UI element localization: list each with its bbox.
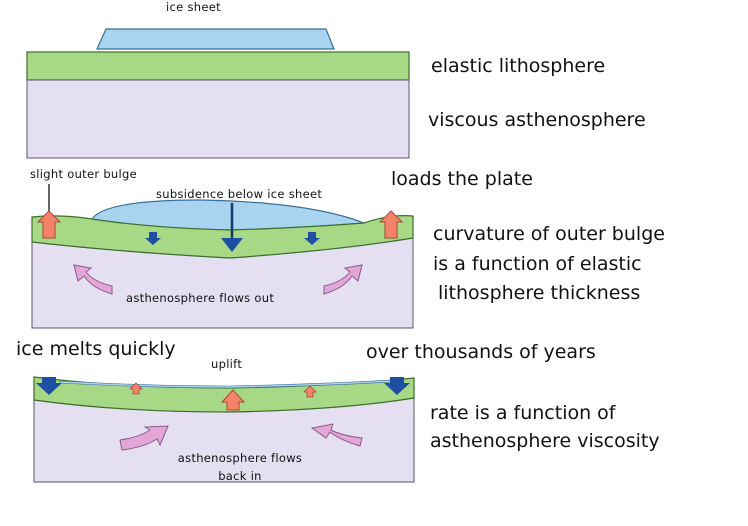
curvature-text-line-1: curvature of outer bulge xyxy=(433,223,665,245)
panel-2-lithosphere xyxy=(31,215,414,259)
flows-back-in-line-1: asthenosphere flows xyxy=(177,451,303,465)
panel-1-asthenosphere xyxy=(26,79,410,159)
ice-melts-quickly-label: ice melts quickly xyxy=(16,338,176,360)
panel-1-ice-sheet xyxy=(96,28,335,50)
panel-2-bulge-arrow-right xyxy=(378,210,404,239)
panel-2-subsidence-arrow-center xyxy=(221,238,243,252)
panel-2-flow-arrow-right xyxy=(323,264,363,295)
panel-2-bulge-arrow-left xyxy=(36,210,62,239)
over-thousands-of-years-label: over thousands of years xyxy=(366,341,596,363)
panel-2-subsidence-arrow-right xyxy=(304,232,320,245)
panel-3-uplift-arrow-left xyxy=(129,382,143,395)
slight-outer-bulge-label: slight outer bulge xyxy=(30,167,137,181)
panel-3-unloading xyxy=(33,376,415,483)
curvature-text-line-3: lithosphere thickness xyxy=(438,282,641,304)
panel-2-flow-arrow-left xyxy=(73,264,113,295)
uplift-label: uplift xyxy=(211,357,243,371)
panel-2-subsidence-arrow-left xyxy=(145,232,161,245)
panel-2-loading xyxy=(31,184,414,329)
panel-1-initial-state xyxy=(26,28,410,159)
elastic-lithosphere-label: elastic lithosphere xyxy=(431,55,606,77)
ice-sheet-label: ice sheet xyxy=(166,0,221,14)
rate-text-line-2: asthenosphere viscosity xyxy=(430,430,660,452)
rate-text-line-1: rate is a function of xyxy=(430,402,616,424)
curvature-text-line-2: is a function of elastic xyxy=(433,253,642,275)
viscous-asthenosphere-label: viscous asthenosphere xyxy=(428,109,646,131)
panel-1-lithosphere xyxy=(26,51,410,81)
panel-3-down-arrow-left xyxy=(36,377,62,395)
subsidence-label: subsidence below ice sheet xyxy=(156,187,323,201)
panel-3-uplift-arrow-center xyxy=(220,389,246,411)
panel-3-flow-arrow-right xyxy=(310,423,363,447)
panel-3-flow-arrow-left xyxy=(119,425,169,451)
flows-back-in-line-2: back in xyxy=(218,469,262,483)
panel-3-uplift-arrow-right xyxy=(303,385,317,398)
flows-out-label: asthenosphere flows out xyxy=(126,291,275,305)
loads-the-plate-label: loads the plate xyxy=(391,168,533,190)
panel-3-down-arrow-right xyxy=(384,377,410,395)
